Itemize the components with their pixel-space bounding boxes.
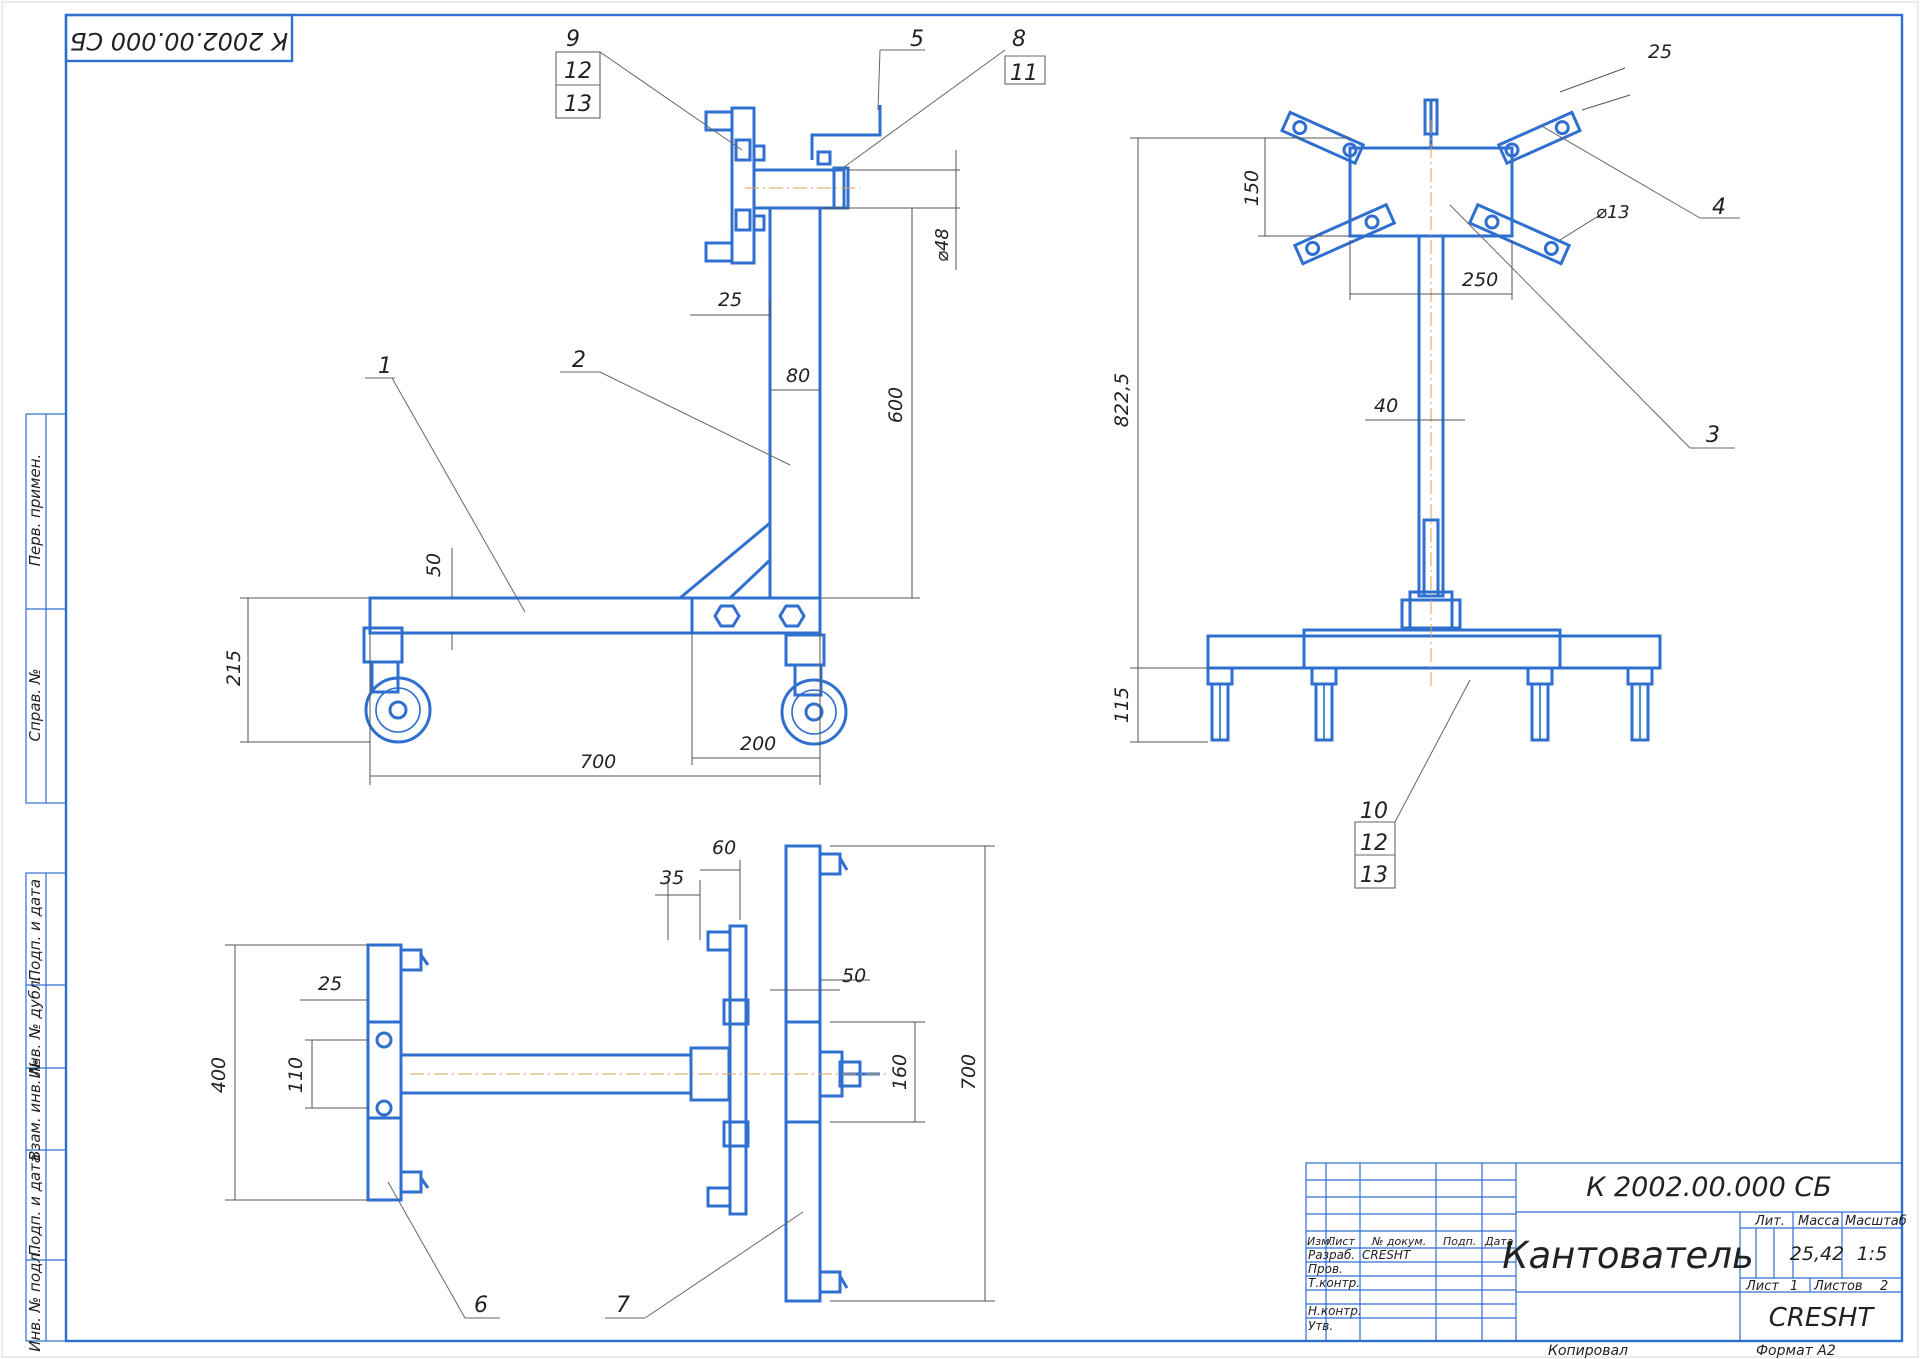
corner-code: К 2002.00.000 СБ — [70, 27, 288, 55]
side-caster-4 — [1626, 666, 1654, 742]
pos-4: 4 — [1712, 195, 1726, 220]
dim-side-13: ⌀13 — [1596, 202, 1630, 223]
dim-side-40: 40 — [1374, 395, 1398, 417]
side-inv-podl: Инв. № подл. — [26, 1248, 44, 1351]
pos-12b: 12 — [1360, 831, 1388, 856]
tb-sheet-no: 1 — [1790, 1279, 1798, 1294]
pos-8: 8 — [1012, 27, 1026, 52]
dim-side-8225: 822,5 — [1111, 373, 1133, 427]
dim-plan-60: 60 — [712, 837, 736, 859]
pos-11: 11 — [1010, 61, 1038, 86]
pos-6: 6 — [474, 1293, 488, 1318]
dim-front-600: 600 — [885, 387, 907, 423]
dim-side-150: 150 — [1241, 170, 1263, 206]
tb-mass-header: Масса — [1798, 1214, 1839, 1229]
dim-side-25: 25 — [1648, 41, 1672, 63]
front-view: 25 80 600 ⌀48 50 215 700 200 1 2 5 8 11 … — [223, 27, 1046, 785]
pos-10: 10 — [1360, 799, 1388, 824]
tb-razrab: Разраб. — [1308, 1248, 1355, 1262]
dim-plan-35: 35 — [660, 867, 684, 889]
tb-nkontr: Н.контр. — [1308, 1304, 1362, 1318]
tb-lit-header: Лит. — [1754, 1214, 1785, 1229]
dim-plan-160: 160 — [889, 1054, 911, 1090]
tb-copied: Копировал — [1548, 1343, 1628, 1359]
side-podp-data-2: Подп. и дата — [26, 1154, 44, 1256]
side-inv-dubl: Инв. № дубл. — [26, 976, 44, 1079]
side-podp-data-1: Подп. и дата — [26, 879, 44, 981]
pos-13a: 13 — [564, 92, 592, 117]
tb-name: Кантователь — [1502, 1234, 1754, 1277]
pos-13b: 13 — [1360, 863, 1388, 888]
tb-sheets-label: Листов — [1813, 1279, 1863, 1294]
tb-scale-header: Масштаб — [1845, 1214, 1907, 1229]
side-caster-3 — [1526, 666, 1554, 742]
pos-7: 7 — [616, 1293, 630, 1318]
dim-plan-400: 400 — [208, 1057, 230, 1093]
dim-front-215: 215 — [223, 650, 245, 686]
tb-prov: Пров. — [1308, 1262, 1343, 1276]
plan-view: 60 35 50 25 400 110 160 700 6 7 — [208, 837, 995, 1319]
side-strip: Перв. примен. Справ. № Подп. и дата Инв.… — [25, 413, 67, 1352]
dim-front-50: 50 — [423, 553, 445, 577]
side-caster-2 — [1310, 666, 1338, 742]
pos-2: 2 — [572, 348, 586, 373]
pos-9: 9 — [566, 27, 580, 52]
side-sprav: Справ. № — [26, 669, 44, 742]
dim-front-700: 700 — [580, 751, 616, 773]
pos-12a: 12 — [564, 59, 592, 84]
tb-list: Лист — [1326, 1235, 1355, 1248]
corner-code-box: К 2002.00.000 СБ — [64, 13, 294, 63]
title-block: К 2002.00.000 СБ Кантователь Лит. Масса … — [1305, 1162, 1907, 1342]
side-vzam: Взам. инв. № — [26, 1059, 44, 1161]
side-perv: Перв. примен. — [26, 454, 44, 567]
tb-developer: CRESHT — [1362, 1248, 1412, 1262]
pos-3: 3 — [1706, 423, 1720, 448]
dim-plan-25: 25 — [318, 973, 342, 995]
dim-front-80: 80 — [786, 365, 810, 387]
dim-front-25: 25 — [718, 289, 742, 311]
dim-plan-700: 700 — [958, 1054, 980, 1090]
tb-sheets-total: 2 — [1880, 1279, 1888, 1294]
side-view: 822,5 115 150 250 40 25 ⌀13 4 3 10 12 13 — [1111, 41, 1740, 889]
tb-scale: 1:5 — [1857, 1243, 1888, 1265]
tb-data: Дата — [1484, 1235, 1514, 1248]
dim-front-200: 200 — [740, 733, 776, 755]
tb-format: Формат А2 — [1756, 1343, 1836, 1359]
dim-plan-50: 50 — [842, 965, 866, 987]
dim-side-115: 115 — [1111, 687, 1133, 723]
tb-org: CRESHT — [1769, 1303, 1876, 1333]
tb-podp: Подп. — [1443, 1235, 1476, 1248]
tb-sheet-label: Лист — [1745, 1279, 1779, 1294]
dim-front-48: ⌀48 — [932, 228, 953, 262]
dim-plan-110: 110 — [285, 1057, 307, 1093]
tb-doc-code: К 2002.00.000 СБ — [1586, 1172, 1831, 1203]
tb-mass: 25,42 — [1790, 1243, 1844, 1265]
pos-1: 1 — [378, 354, 392, 379]
tb-tkontr: Т.контр. — [1308, 1276, 1360, 1290]
pos-5: 5 — [910, 27, 924, 52]
tb-utv: Утв. — [1308, 1319, 1333, 1333]
dim-side-250: 250 — [1462, 269, 1498, 291]
tb-docnum: № докум. — [1371, 1235, 1426, 1248]
tb-izm: Изм. — [1307, 1235, 1333, 1248]
side-caster-1 — [1206, 666, 1234, 742]
